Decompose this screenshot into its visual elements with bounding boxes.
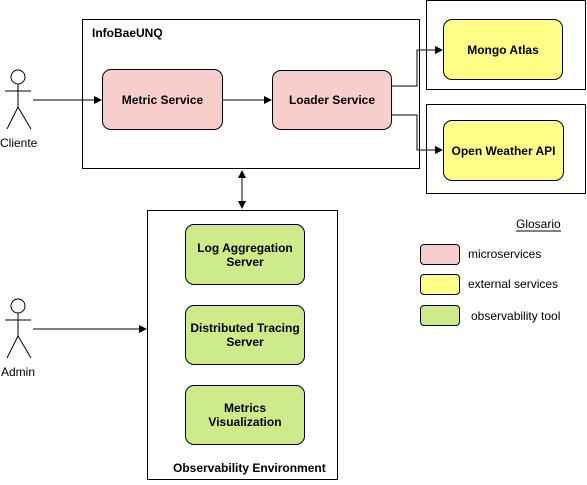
legend-swatch-observability (420, 305, 460, 326)
loader-to-mongo-arrow (392, 46, 443, 87)
distributed-tracing-node[interactable]: Distributed Tracing Server (185, 305, 305, 365)
mongo-atlas-node[interactable]: Mongo Atlas (443, 19, 563, 80)
legend-swatch-external (420, 274, 460, 295)
admin-label: Admin (0, 365, 35, 379)
loader-to-weather-arrow (392, 114, 443, 154)
loader-service-node[interactable]: Loader Service (272, 70, 392, 130)
legend-label-microservices: microservices (468, 247, 542, 261)
cliente-label: Cliente (0, 136, 38, 150)
log-aggregation-node[interactable]: Log Aggregation Server (185, 224, 305, 285)
legend-swatch-microservices (420, 244, 460, 265)
legend-label-external: external services (468, 277, 559, 291)
cliente-actor-icon (5, 69, 32, 130)
legend-label-observability: observability tool (471, 309, 561, 323)
metric-service-node[interactable]: Metric Service (102, 69, 223, 130)
open-weather-api-node[interactable]: Open Weather API (443, 120, 564, 181)
legend-title: Glosario (516, 217, 561, 231)
metrics-visualization-node[interactable]: Metrics Visualization (185, 385, 305, 445)
infobae-frame-title: InfoBaeUNQ (92, 26, 163, 40)
observability-frame-title: Observability Environment (173, 461, 326, 475)
admin-actor-icon (5, 298, 32, 359)
